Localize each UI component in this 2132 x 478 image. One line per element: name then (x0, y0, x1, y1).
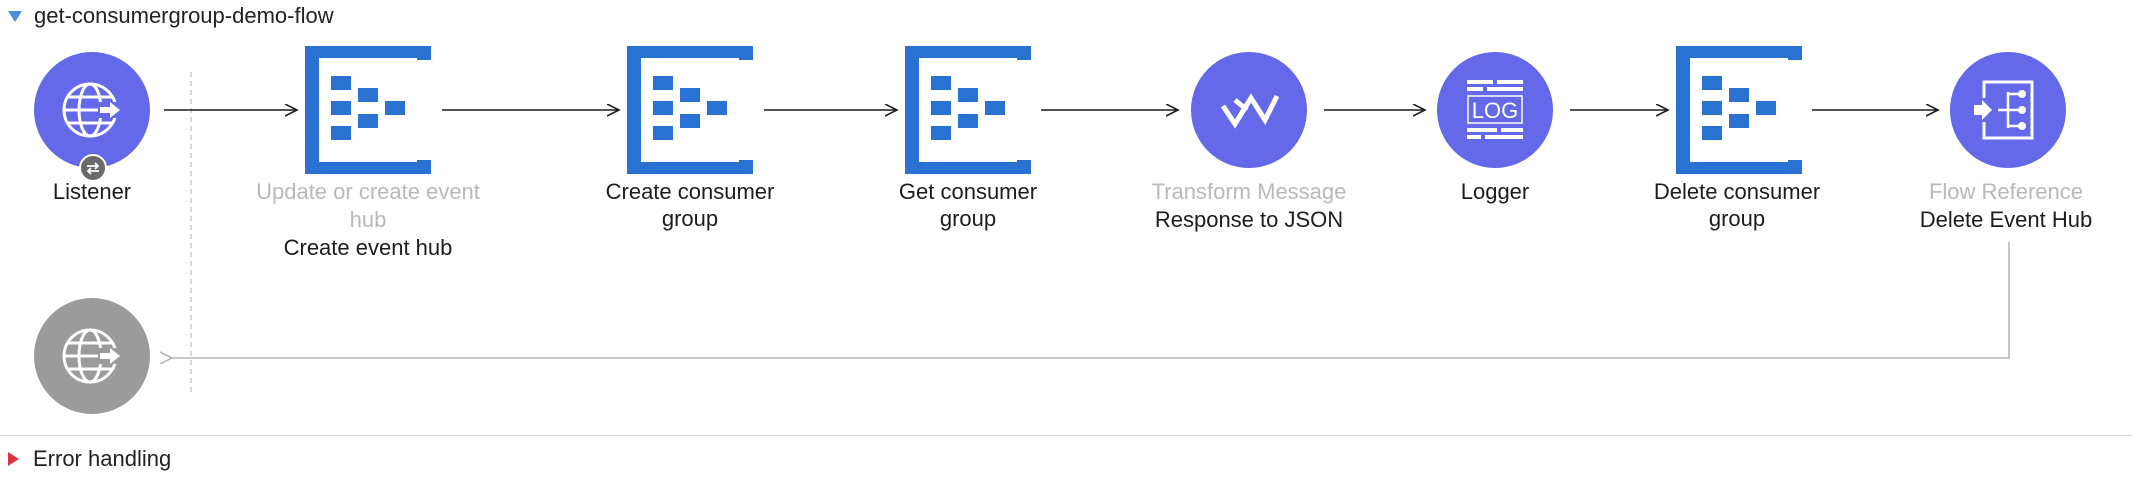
delete-consumer-group-label: Delete consumer group (1653, 179, 1821, 231)
log-icon: LOG (1467, 80, 1523, 139)
return-path (170, 242, 2010, 358)
expand-triangle-icon[interactable] (8, 452, 19, 466)
section-divider (0, 435, 2132, 436)
source-badge-icon (79, 154, 107, 182)
logger-node[interactable]: LOG (1437, 52, 1553, 168)
flow-header[interactable]: get-consumergroup-demo-flow (8, 2, 334, 30)
listener-node[interactable] (34, 52, 150, 168)
transform-message-label: Transform Message Response to JSON (1151, 179, 1347, 232)
transform-icon (1220, 93, 1280, 129)
delete-consumer-group-node[interactable] (1676, 46, 1802, 174)
error-handling-title: Error handling (33, 446, 172, 471)
collapse-triangle-icon[interactable] (8, 10, 22, 22)
logger-label: Logger (1460, 179, 1530, 204)
error-handling-header[interactable]: Error handling (8, 444, 171, 474)
globe-icon (62, 82, 120, 138)
get-consumer-group-label: Get consumer group (898, 179, 1038, 231)
get-consumer-group-node[interactable] (905, 46, 1031, 174)
flow-title: get-consumergroup-demo-flow (34, 3, 334, 28)
transform-message-node[interactable] (1191, 52, 1307, 168)
event-hub-icon (1676, 46, 1802, 174)
flow-reference-label: Flow Reference Delete Event Hub (1919, 179, 2093, 232)
svg-text:LOG: LOG (1472, 98, 1518, 123)
event-hub-icon (305, 46, 431, 174)
listener-response-node[interactable] (34, 298, 150, 414)
listener-label: Listener (52, 179, 132, 204)
flow-reference-node[interactable] (1950, 52, 2066, 168)
create-consumer-group-node[interactable] (627, 46, 753, 174)
create-event-hub-node[interactable] (305, 46, 431, 174)
flow-reference-icon (1970, 80, 2034, 140)
event-hub-icon (627, 46, 753, 174)
globe-icon (62, 328, 120, 384)
event-hub-icon (905, 46, 1031, 174)
create-consumer-group-label: Create consumer group (605, 179, 775, 231)
create-event-hub-label: Update or create event hub Create event … (256, 179, 480, 260)
